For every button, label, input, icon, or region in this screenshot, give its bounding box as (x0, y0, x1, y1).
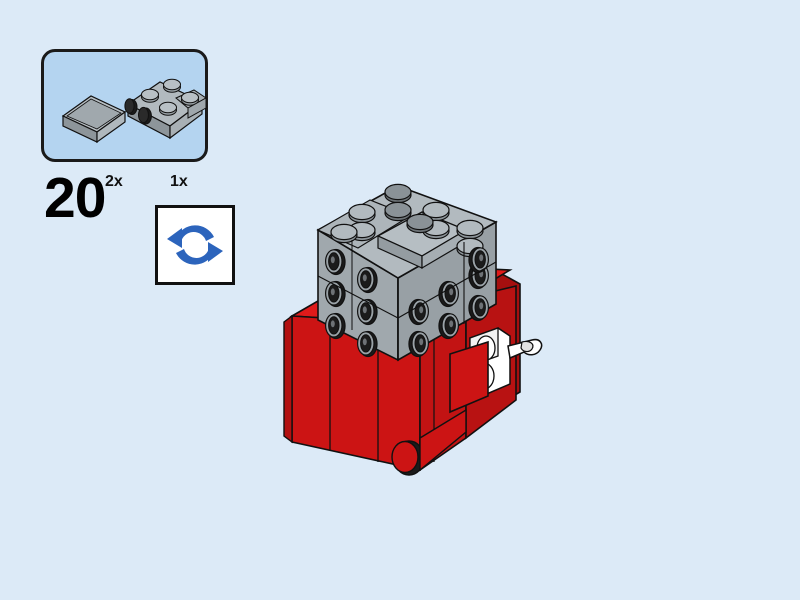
part-plate-2x2-with-side-studs (116, 60, 208, 156)
rotate-instruction-box (155, 205, 235, 285)
plate-2x2-side-studs-graphic (124, 78, 207, 140)
parts-callout-box: 2x 1x (41, 49, 208, 190)
part-tile-1x2-light-gray (57, 68, 129, 156)
part-quantity-label-1: 2x (105, 173, 123, 190)
red-panel-over-bracket (449, 340, 489, 414)
part-quantity-label-2: 1x (170, 173, 188, 190)
rotate-model-icon (167, 225, 223, 265)
step-number: 20 (44, 166, 106, 230)
lego-model-graphic (283, 183, 543, 476)
tile-1x2-graphic (61, 95, 127, 144)
black-round-element-bottom (391, 440, 425, 476)
model-illustration (270, 170, 550, 500)
